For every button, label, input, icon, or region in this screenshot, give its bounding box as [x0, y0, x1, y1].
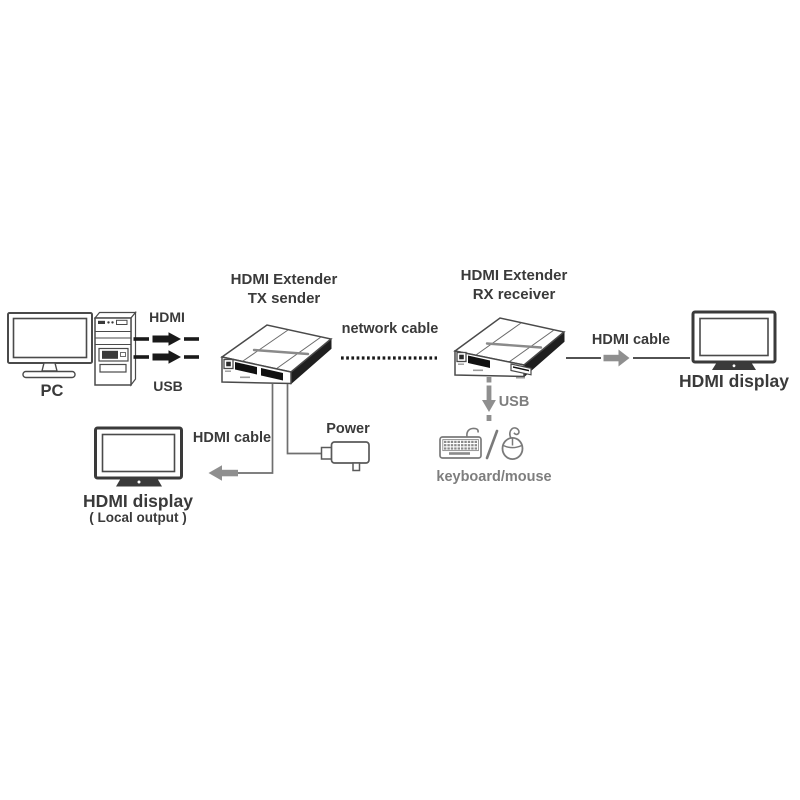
slash-divider	[485, 429, 499, 460]
tower-drive-window	[102, 350, 118, 359]
mouse-icon	[501, 427, 524, 460]
tower-led	[107, 321, 110, 324]
tx-lid-crease	[242, 329, 289, 362]
mouse-button-line	[502, 444, 523, 449]
usb-down-label: USB	[499, 394, 530, 410]
mouse-cable	[509, 427, 520, 439]
local-hdmi-arrow	[208, 465, 238, 481]
local-hdmi-wire	[237, 384, 274, 474]
adapter-plug	[320, 446, 333, 460]
tx-hdmi-port-2	[261, 368, 283, 381]
pc-monitor-icon	[7, 312, 93, 379]
hdmi-arrow-icon	[133, 332, 199, 346]
keyboard-cable	[466, 427, 479, 438]
adapter-body	[330, 441, 370, 464]
monitor-screen	[12, 317, 88, 359]
rx-port-label-mark	[516, 377, 525, 379]
rx-title-line2: RX receiver	[473, 286, 556, 303]
tv-screen	[101, 433, 176, 473]
arrow-head	[208, 465, 222, 481]
usb-link-label: USB	[153, 378, 183, 394]
tx-title-line2: TX sender	[248, 290, 321, 307]
pc-tower-icon	[93, 310, 137, 387]
remote-display-label: HDMI display	[679, 371, 789, 391]
tv-stand-dot	[732, 364, 736, 368]
arrow-shaft	[603, 354, 619, 362]
tower-led	[111, 321, 114, 324]
usb-down-arrow	[482, 377, 496, 421]
rx-usb-b-pin	[459, 354, 464, 360]
power-wire	[286, 384, 322, 455]
tower-drive-button	[120, 352, 126, 357]
power-adapter-icon	[320, 441, 370, 472]
mouse-body	[501, 436, 524, 460]
tower-vent	[116, 319, 128, 325]
arrow-dash	[486, 377, 492, 383]
tower-top	[93, 311, 137, 319]
pc-label: PC	[41, 382, 64, 400]
hdmi-cable-right-arrow	[566, 349, 690, 367]
tx-extender-box-icon	[220, 324, 333, 385]
local-display-sublabel: ( Local output )	[89, 510, 186, 525]
local-tv-icon	[94, 426, 183, 487]
arrow-head	[482, 400, 496, 412]
tx-hdmi-port-1	[235, 362, 257, 375]
tx-title-line1: HDMI Extender	[231, 271, 338, 288]
arrow-dash	[486, 415, 492, 421]
arrow-shaft	[152, 353, 169, 361]
keyboard-keys	[444, 440, 477, 455]
monitor-base	[22, 370, 76, 379]
local-display-label: HDMI display	[83, 491, 193, 511]
rx-extender-box-icon	[453, 317, 566, 379]
arrow-shaft	[486, 385, 492, 401]
rx-usb-a-pin	[513, 366, 529, 372]
network-cable-label: network cable	[342, 321, 439, 337]
rx-vent-slot	[485, 342, 543, 349]
tx-usb-b-pin	[226, 361, 231, 367]
tx-vent-slot	[252, 348, 310, 356]
tv-screen	[699, 317, 769, 357]
hdmi-cable-right-label: HDMI cable	[592, 332, 670, 348]
rx-port-label-mark	[458, 363, 464, 365]
keyboard-key-area	[442, 439, 479, 452]
rx-port-label-mark	[473, 369, 483, 372]
tower-bay-cover	[99, 363, 127, 373]
arrow-shaft	[152, 335, 169, 343]
tower-power-slot	[98, 320, 105, 324]
arrow-head	[168, 332, 181, 346]
keyboard-mouse-label: keyboard/mouse	[436, 469, 551, 485]
rx-lid-crease	[475, 322, 522, 356]
tv-stand-dot	[137, 480, 141, 484]
arrow-head	[618, 349, 630, 367]
power-label: Power	[326, 421, 370, 437]
adapter-prong	[352, 462, 361, 472]
rx-title-line1: HDMI Extender	[461, 267, 568, 284]
arrow-head	[168, 350, 181, 364]
usb-arrow-icon	[133, 350, 199, 364]
tx-port-label-mark	[225, 370, 231, 372]
monitor-neck	[41, 362, 58, 372]
hdmi-link-label: HDMI	[149, 309, 185, 325]
hdmi-cable-left-label: HDMI cable	[193, 430, 271, 446]
keyboard-icon	[439, 427, 482, 459]
tx-port-label-mark	[240, 376, 250, 379]
arrow-shaft	[222, 469, 238, 477]
rx-hdmi-port	[468, 355, 490, 368]
remote-tv-icon	[691, 310, 777, 370]
